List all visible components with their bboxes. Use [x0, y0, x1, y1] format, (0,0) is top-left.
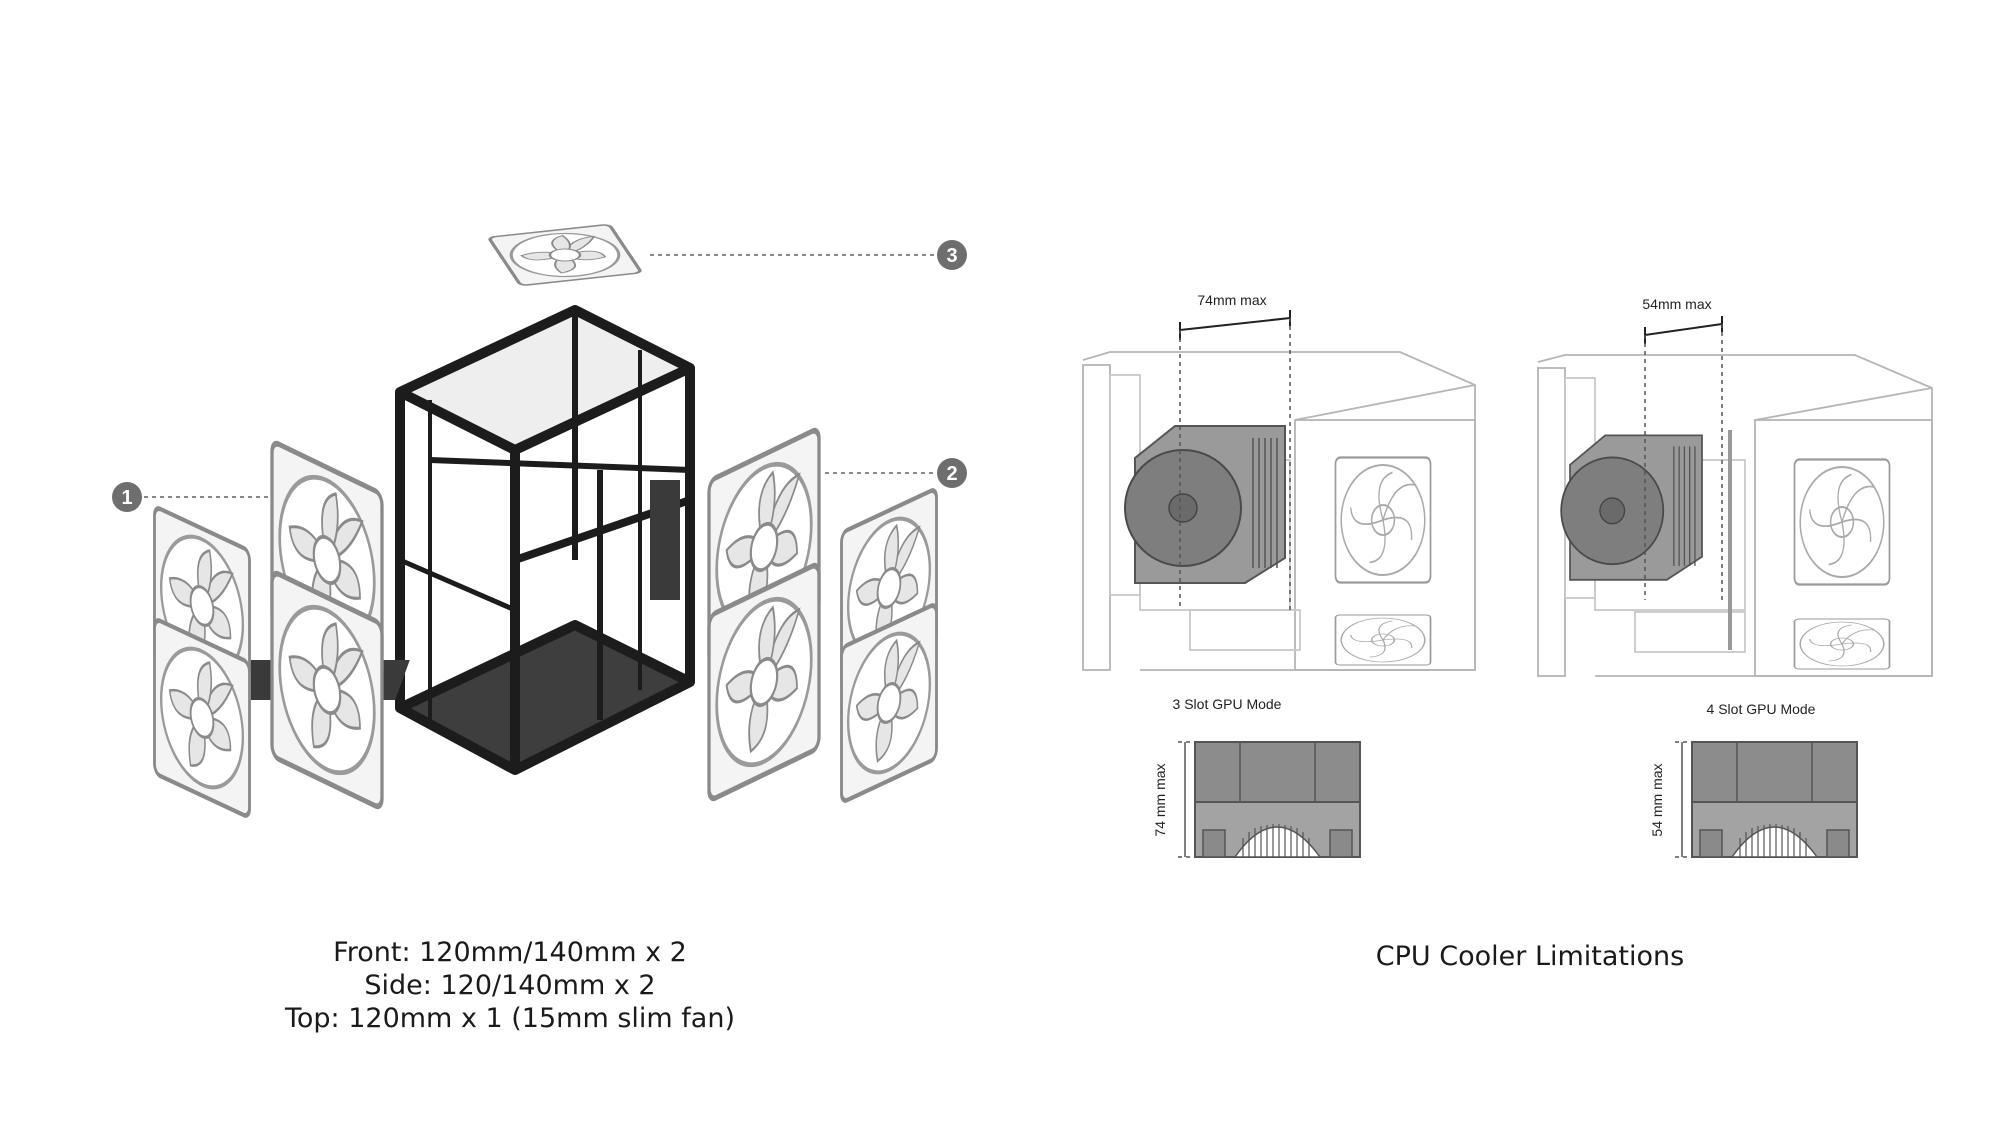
- cooler-limitations-title: CPU Cooler Limitations: [1375, 941, 1685, 972]
- cooler-panel-3-slot: 74mm max 3 Slot GPU Mode 74 mm max: [1082, 292, 1476, 858]
- dimension-guides-3-slot: [1179, 318, 1291, 610]
- callout-leaders: [144, 254, 935, 498]
- top-dimension-label-3-slot: 74mm max: [1197, 292, 1266, 308]
- height-guides-4-slot: [1675, 741, 1692, 858]
- front-fan-spec: Front: 120mm/140mm x 2: [333, 937, 687, 968]
- dimension-line-4-slot: [1644, 316, 1723, 344]
- svg-text:2: 2: [946, 463, 957, 485]
- mode-label-4-slot: 4 Slot GPU Mode: [1707, 701, 1816, 717]
- side-dimension-label-3-slot: 74 mm max: [1152, 763, 1168, 836]
- mode-label-3-slot: 3 Slot GPU Mode: [1173, 696, 1282, 712]
- side-fan-spec: Side: 120/140mm x 2: [364, 970, 656, 1001]
- cooler-profile-3-slot: [1194, 741, 1361, 858]
- case-fan-lower-3-slot: [1334, 614, 1432, 666]
- case-cutaway-4-slot: [1537, 354, 1933, 677]
- top-dimension-label-4-slot: 54mm max: [1642, 296, 1711, 312]
- case-cutaway-3-slot: [1082, 351, 1476, 671]
- chassis-frame: [395, 305, 695, 775]
- top-fan: [486, 222, 644, 288]
- svg-text:3: 3: [946, 245, 957, 267]
- cooler-panel-4-slot: 54mm max 4 Slot GPU Mode 54 mm max: [1537, 296, 1933, 858]
- callout-badge-3: 3: [937, 240, 967, 270]
- dimension-line-3-slot: [1179, 310, 1291, 340]
- case-fan-4-slot: [1793, 458, 1891, 586]
- height-guides-3-slot: [1178, 741, 1195, 858]
- fan-support-caption: Front: 120mm/140mm x 2 Side: 120/140mm x…: [190, 936, 830, 1035]
- side-fan-stack: [709, 428, 937, 803]
- cpu-cooler-3-slot: [1124, 425, 1286, 584]
- case-fan-lower-4-slot: [1793, 618, 1891, 670]
- callout-badge-2: 2: [937, 458, 967, 488]
- callout-badge-1: 1: [112, 482, 142, 512]
- exploded-case-view: 1 2 3: [112, 222, 967, 818]
- top-fan-spec: Top: 120mm x 1 (15mm slim fan): [284, 1003, 735, 1034]
- front-fan-stack: [155, 441, 383, 818]
- case-fan-3-slot: [1334, 456, 1432, 584]
- cpu-cooler-4-slot: [1560, 434, 1703, 581]
- svg-text:1: 1: [121, 487, 132, 509]
- dimension-guides-4-slot: [1644, 324, 1723, 600]
- side-dimension-label-4-slot: 54 mm max: [1649, 763, 1665, 836]
- cooler-profile-4-slot: [1691, 741, 1858, 858]
